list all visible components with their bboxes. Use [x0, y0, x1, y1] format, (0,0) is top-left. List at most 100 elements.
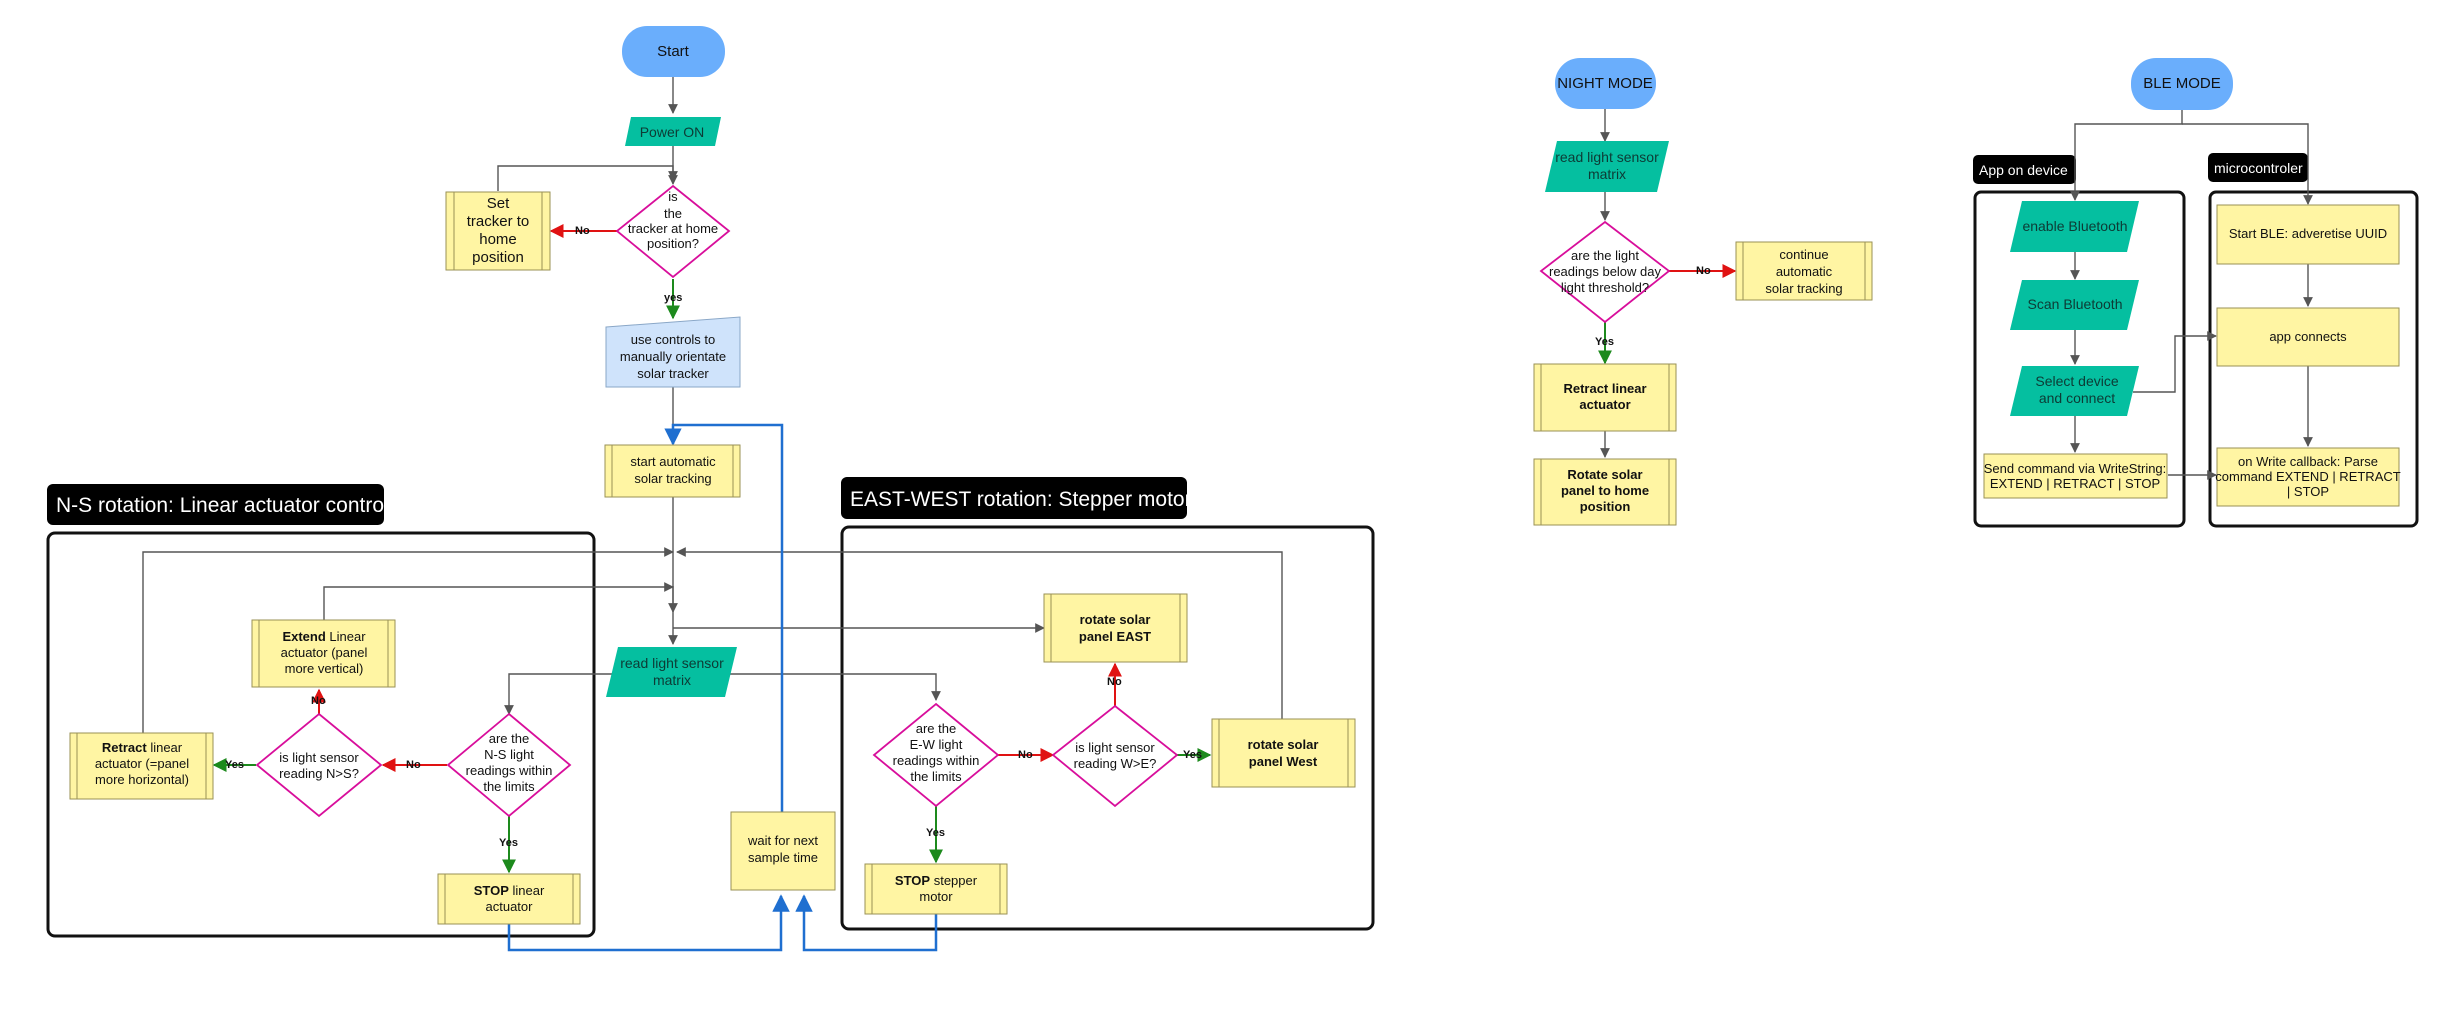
node-ble-app-connects-label: app connects [2269, 329, 2347, 344]
node-night-rotate-home: Rotate solar panel to home position [1533, 458, 1677, 526]
node-ble-app-connects: app connects [2216, 307, 2400, 367]
node-retract-l0: Retract linear [102, 740, 183, 755]
node-rotate-east-l1: panel EAST [1079, 629, 1151, 644]
node-ew-stop-l1: motor [919, 889, 953, 904]
label-yes-ewwithin: Yes [926, 827, 945, 839]
node-night-retract: Retract linear actuator [1533, 363, 1677, 432]
label-no-ewwithin: No [1018, 749, 1033, 761]
node-ble-start-adv-label: Start BLE: adveretise UUID [2229, 226, 2387, 241]
node-rotate-west-l0: rotate solar [1248, 737, 1319, 752]
node-ble-on-write-l2: | STOP [2287, 484, 2329, 499]
node-read-matrix-l0: read light sensor [620, 655, 724, 671]
node-ble-on-write: on Write callback: Parse command EXTEND … [2215, 447, 2401, 507]
ns-group: N-S rotation: Linear actuator control [46, 484, 596, 938]
node-retract-l2: more horizontal) [95, 772, 189, 787]
node-ew-stop-rest0: stepper [934, 873, 978, 888]
edge-extend-merge [323, 582, 674, 620]
node-read-matrix: read light sensor matrix [606, 647, 737, 697]
node-ew-stop-l0: STOP stepper [895, 873, 978, 888]
node-ble-scan: Scan Bluetooth [2010, 280, 2139, 330]
node-manual-l2: solar tracker [637, 366, 709, 381]
edge-nsstop-wait [507, 894, 790, 952]
node-is-home-l0: is [668, 189, 678, 204]
node-ew-sensor-decision: is light sensor reading W>E? [1051, 704, 1179, 808]
node-ble-send-l1: EXTEND | RETRACT | STOP [1990, 476, 2160, 491]
node-read-matrix-l1: matrix [653, 672, 691, 688]
node-ble-scan-label: Scan Bluetooth [2028, 296, 2123, 312]
node-ew-within-l1: E-W light [910, 737, 963, 752]
node-set-home-l1: tracker to [467, 213, 530, 230]
node-start: Start [622, 26, 725, 77]
node-ns-stop-l1: actuator [486, 899, 534, 914]
node-ew-within-l3: the limits [910, 769, 962, 784]
node-ns-sensor-l1: reading N>S? [279, 766, 359, 781]
node-is-home-l3: position? [647, 236, 699, 251]
ble-mcu-title-bg [2208, 153, 2308, 182]
node-manual-l1: manually orientate [620, 349, 726, 364]
node-night-retract-l0: Retract linear [1563, 381, 1646, 396]
ble-mcu-group: microcontroler [2208, 153, 2419, 528]
edge-ble-mcu [2182, 123, 2313, 205]
node-is-home-decision: is the tracker at home position? [615, 184, 731, 279]
node-ew-stop: STOP stepper motor [864, 863, 1008, 915]
node-start-auto: start automatic solar tracking [604, 444, 741, 498]
node-ns-within-l0: are the [489, 731, 529, 746]
node-ew-within-decision: are the E-W light readings within the li… [872, 702, 1000, 808]
edge-labels: No yes No Yes No Yes No Yes No Yes No Ye… [225, 225, 1711, 849]
node-night-mode: NIGHT MODE [1555, 58, 1656, 109]
node-ew-stop-bold: STOP [895, 873, 930, 888]
ble-mcu-title: microcontroler [2214, 160, 2303, 176]
ew-group-title-bg [841, 477, 1187, 519]
node-extend-l1: actuator (panel [281, 645, 368, 660]
node-extend-l0: Extend Linear [282, 629, 366, 644]
node-ns-sensor-l0: is light sensor [279, 750, 359, 765]
ew-group-title: EAST-WEST rotation: Stepper motor [850, 488, 1192, 511]
label-yes-home: yes [664, 292, 682, 304]
node-ble-mode-label: BLE MODE [2143, 75, 2221, 92]
edge-retract-merge [142, 547, 674, 733]
edge-select-connects [2133, 331, 2217, 393]
label-no-nssensor: No [311, 695, 326, 707]
node-wait-l1: sample time [748, 850, 818, 865]
node-retract-rest0: linear [150, 740, 182, 755]
node-ble-enable: enable Bluetooth [2010, 201, 2139, 252]
ble-mcu-border [2208, 190, 2419, 528]
node-night-mode-label: NIGHT MODE [1557, 75, 1653, 92]
node-ew-within-l0: are the [916, 721, 956, 736]
node-set-home-l3: position [472, 249, 524, 266]
label-yes-night: Yes [1595, 336, 1614, 348]
node-ns-stop-l0: STOP linear [474, 883, 545, 898]
node-night-below-l2: light threshold? [1561, 280, 1649, 295]
connectors [142, 77, 2313, 952]
node-night-read-l1: matrix [1588, 166, 1626, 182]
node-night-rotate-l2: position [1580, 499, 1631, 514]
label-yes-nssensor: Yes [225, 759, 244, 771]
node-extend: Extend Linear actuator (panel more verti… [251, 619, 396, 688]
ble-app-title: App on device [1979, 162, 2068, 178]
node-ble-on-write-l0: on Write callback: Parse [2238, 454, 2378, 469]
node-is-home-l1: the [664, 206, 682, 221]
node-ns-within-l3: the limits [483, 779, 535, 794]
node-start-auto-l1: solar tracking [634, 471, 711, 486]
node-night-retract-l1: actuator [1579, 397, 1630, 412]
edge-read-ew [673, 673, 941, 701]
node-ble-start-adv: Start BLE: adveretise UUID [2216, 204, 2400, 265]
node-night-continue-l2: solar tracking [1765, 281, 1842, 296]
node-rotate-west-l1: panel West [1249, 754, 1318, 769]
node-ew-sensor-l0: is light sensor [1075, 740, 1155, 755]
node-manual-control: use controls to manually orientate solar… [605, 316, 741, 388]
label-no-home: No [575, 225, 590, 237]
node-night-continue-l1: automatic [1776, 264, 1833, 279]
label-no-nswithin: No [406, 759, 421, 771]
node-ns-sensor-decision: is light sensor reading N>S? [255, 712, 383, 818]
label-yes-nswithin: Yes [499, 837, 518, 849]
node-set-home-l2: home [479, 231, 517, 248]
node-night-below-l0: are the light [1571, 248, 1639, 263]
node-night-below-l1: readings below day [1549, 264, 1662, 279]
node-ble-enable-label: enable Bluetooth [2022, 218, 2127, 234]
node-set-home: Set tracker to home position [445, 191, 551, 271]
node-power-on: Power ON [625, 117, 721, 146]
node-night-read-l0: read light sensor [1555, 149, 1659, 165]
node-wait-l0: wait for next [747, 833, 818, 848]
